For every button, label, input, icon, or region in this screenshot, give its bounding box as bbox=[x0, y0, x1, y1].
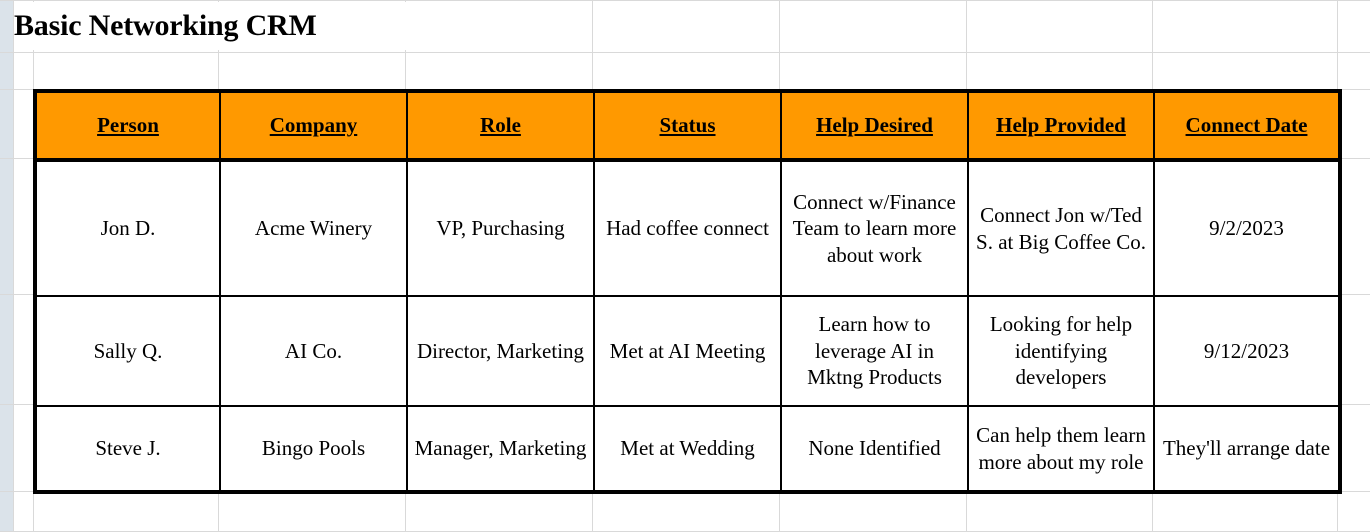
cell-company[interactable]: AI Co. bbox=[219, 295, 408, 407]
column-header-status-label: Status bbox=[659, 113, 716, 138]
column-header-company[interactable]: Company bbox=[219, 89, 408, 162]
crm-table: Person Company Role Status Help Desired … bbox=[33, 89, 1342, 494]
column-header-help-provided-label: Help Provided bbox=[996, 113, 1126, 138]
row-header-cell bbox=[0, 492, 13, 532]
column-header-person[interactable]: Person bbox=[33, 89, 221, 162]
row-header-cell bbox=[0, 90, 13, 158]
cell-help-provided[interactable]: Looking for help identifying developers bbox=[967, 295, 1155, 407]
cell-person[interactable]: Jon D. bbox=[33, 159, 221, 297]
page-title-text: Basic Networking CRM bbox=[14, 9, 317, 42]
cell-company[interactable]: Bingo Pools bbox=[219, 405, 408, 494]
table-header: Person Company Role Status Help Desired … bbox=[33, 89, 1342, 162]
column-header-help-desired[interactable]: Help Desired bbox=[780, 89, 969, 162]
column-header-role[interactable]: Role bbox=[406, 89, 595, 162]
row-header-cell bbox=[0, 53, 13, 89]
gridline-vertical bbox=[13, 0, 14, 532]
column-header-connect-date-label: Connect Date bbox=[1185, 113, 1308, 138]
cell-connect-date[interactable]: 9/12/2023 bbox=[1153, 295, 1342, 407]
cell-status[interactable]: Had coffee connect bbox=[593, 159, 782, 297]
row-header-cell bbox=[0, 0, 13, 52]
row-header-cell bbox=[0, 295, 13, 404]
table-row[interactable]: Steve J. Bingo Pools Manager, Marketing … bbox=[33, 405, 1342, 494]
cell-connect-date[interactable]: They'll arrange date bbox=[1153, 405, 1342, 494]
cell-company[interactable]: Acme Winery bbox=[219, 159, 408, 297]
column-header-person-label: Person bbox=[97, 113, 159, 138]
column-header-help-provided[interactable]: Help Provided bbox=[967, 89, 1155, 162]
column-header-connect-date[interactable]: Connect Date bbox=[1153, 89, 1342, 162]
cell-help-provided[interactable]: Can help them learn more about my role bbox=[967, 405, 1155, 494]
cell-connect-date[interactable]: 9/2/2023 bbox=[1153, 159, 1342, 297]
page-title: Basic Networking CRM bbox=[14, 2, 590, 50]
table-row[interactable]: Sally Q. AI Co. Director, Marketing Met … bbox=[33, 295, 1342, 407]
row-header-cell bbox=[0, 159, 13, 294]
table-row[interactable]: Jon D. Acme Winery VP, Purchasing Had co… bbox=[33, 159, 1342, 297]
cell-help-desired[interactable]: None Identified bbox=[780, 405, 969, 494]
column-header-help-desired-label: Help Desired bbox=[816, 113, 933, 138]
column-header-company-label: Company bbox=[269, 113, 358, 138]
cell-help-desired[interactable]: Connect w/Finance Team to learn more abo… bbox=[780, 159, 969, 297]
cell-person[interactable]: Sally Q. bbox=[33, 295, 221, 407]
cell-status[interactable]: Met at Wedding bbox=[593, 405, 782, 494]
cell-person[interactable]: Steve J. bbox=[33, 405, 221, 494]
column-header-status[interactable]: Status bbox=[593, 89, 782, 162]
cell-help-provided[interactable]: Connect Jon w/Ted S. at Big Coffee Co. bbox=[967, 159, 1155, 297]
gridline-horizontal bbox=[0, 0, 1370, 1]
cell-role[interactable]: Director, Marketing bbox=[406, 295, 595, 407]
table-header-row: Person Company Role Status Help Desired … bbox=[33, 89, 1342, 162]
row-header-cell bbox=[0, 405, 13, 491]
cell-status[interactable]: Met at AI Meeting bbox=[593, 295, 782, 407]
cell-role[interactable]: VP, Purchasing bbox=[406, 159, 595, 297]
table-body: Jon D. Acme Winery VP, Purchasing Had co… bbox=[33, 159, 1342, 494]
gridline-horizontal bbox=[0, 52, 1370, 53]
cell-help-desired[interactable]: Learn how to leverage AI in Mktng Produc… bbox=[780, 295, 969, 407]
cell-role[interactable]: Manager, Marketing bbox=[406, 405, 595, 494]
column-header-role-label: Role bbox=[480, 113, 521, 138]
